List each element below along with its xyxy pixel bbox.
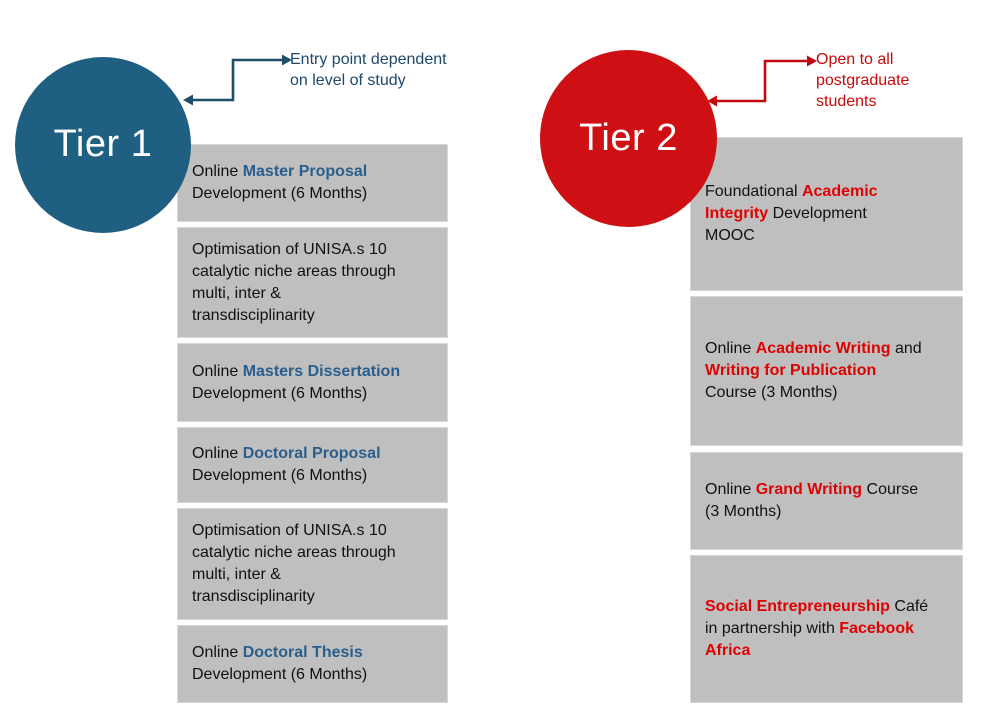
course-text: Online Grand Writing Course (3 Months) (705, 479, 918, 523)
tier-1-annotation: Entry point dependent on level of study (290, 51, 447, 89)
course-text: Online Academic Writing and Writing for … (705, 338, 922, 404)
course-text-segment: Development (6 Months) (192, 384, 368, 402)
course-text: Foundational Academic Integrity Developm… (705, 181, 878, 247)
course-text-segment: Online (705, 481, 756, 498)
highlighted-course-name: Doctoral Thesis (242, 644, 363, 661)
tier-2-circle: Tier 2 (540, 50, 717, 227)
course-box: Optimisation of UNISA.s 10 catalytic nic… (177, 227, 448, 338)
course-text: Online Doctoral Thesis Development (6 Mo… (192, 642, 367, 686)
course-text-segment: Course (3 Months) (705, 481, 919, 520)
tier-2-label: Tier 2 (579, 116, 678, 159)
course-box: Social Entrepreneurship Café in partners… (690, 555, 963, 703)
highlighted-course-name: Master Proposal (242, 163, 368, 180)
course-box: Online Grand Writing Course (3 Months) (690, 452, 963, 550)
highlighted-course-name: Doctoral Proposal (242, 445, 381, 462)
course-text: Online Master Proposal Development (6 Mo… (192, 161, 367, 205)
course-text-segment: Development (6 Months) (192, 185, 368, 202)
course-text-segment: Online (192, 644, 243, 661)
highlighted-course-name: Social Entrepreneurship (705, 598, 890, 615)
highlighted-course-name: Facebook Africa (705, 620, 914, 659)
course-box: Online Masters Dissertation Development … (177, 343, 448, 422)
tier-1-circle: Tier 1 (15, 57, 191, 233)
course-box: Online Doctoral Proposal Development (6 … (177, 427, 448, 503)
course-text: Online Doctoral Proposal Development (6 … (192, 443, 381, 487)
course-text-segment: Development (6 Months) (192, 666, 368, 683)
course-text-segment: Online (705, 340, 756, 357)
course-text-segment: Foundational (705, 183, 802, 200)
highlighted-course-name: Academic Integrity (705, 183, 878, 222)
course-box: Online Doctoral Thesis Development (6 Mo… (177, 625, 448, 703)
course-text-segment: Course (3 Months) (705, 384, 838, 401)
course-box: Optimisation of UNISA.s 10 catalytic nic… (177, 508, 448, 620)
course-text-segment: Online (192, 163, 243, 180)
course-text: Optimisation of UNISA.s 10 catalytic nic… (192, 520, 396, 608)
course-box: Online Master Proposal Development (6 Mo… (177, 144, 448, 222)
highlighted-course-name: Writing for Publication (705, 362, 877, 379)
course-text-segment: Development (6 Months) (192, 467, 368, 484)
tier-1-label: Tier 1 (53, 123, 153, 165)
course-text-segment: Development MOOC (705, 205, 867, 244)
tier-1-step-arrow-icon (183, 54, 292, 106)
course-text: Social Entrepreneurship Café in partners… (705, 596, 928, 662)
course-box: Foundational Academic Integrity Developm… (690, 137, 963, 291)
course-text: Optimisation of UNISA.s 10 catalytic nic… (192, 239, 396, 327)
course-box: Online Academic Writing and Writing for … (690, 296, 963, 446)
tier-2-step-arrow-icon (707, 55, 817, 107)
course-text: Online Masters Dissertation Development … (192, 361, 400, 405)
course-text-segment: Café in partnership with (705, 598, 929, 637)
course-text-segment: Online (192, 362, 243, 380)
course-text-segment: and (894, 340, 922, 357)
tier-2-annotation: Open to all postgraduate students (816, 51, 910, 110)
tier-2-course-list: Foundational Academic Integrity Developm… (690, 137, 963, 708)
highlighted-course-name: Grand Writing (755, 481, 863, 498)
course-text-segment: Online (192, 445, 243, 462)
highlighted-course-name: Academic Writing (755, 340, 891, 357)
tier-1-course-list: Online Master Proposal Development (6 Mo… (177, 144, 448, 708)
highlighted-course-name: Masters Dissertation (242, 362, 401, 380)
course-text-segment: Optimisation of UNISA.s 10 catalytic nic… (192, 240, 396, 324)
course-text-segment: Optimisation of UNISA.s 10 catalytic nic… (192, 522, 396, 605)
